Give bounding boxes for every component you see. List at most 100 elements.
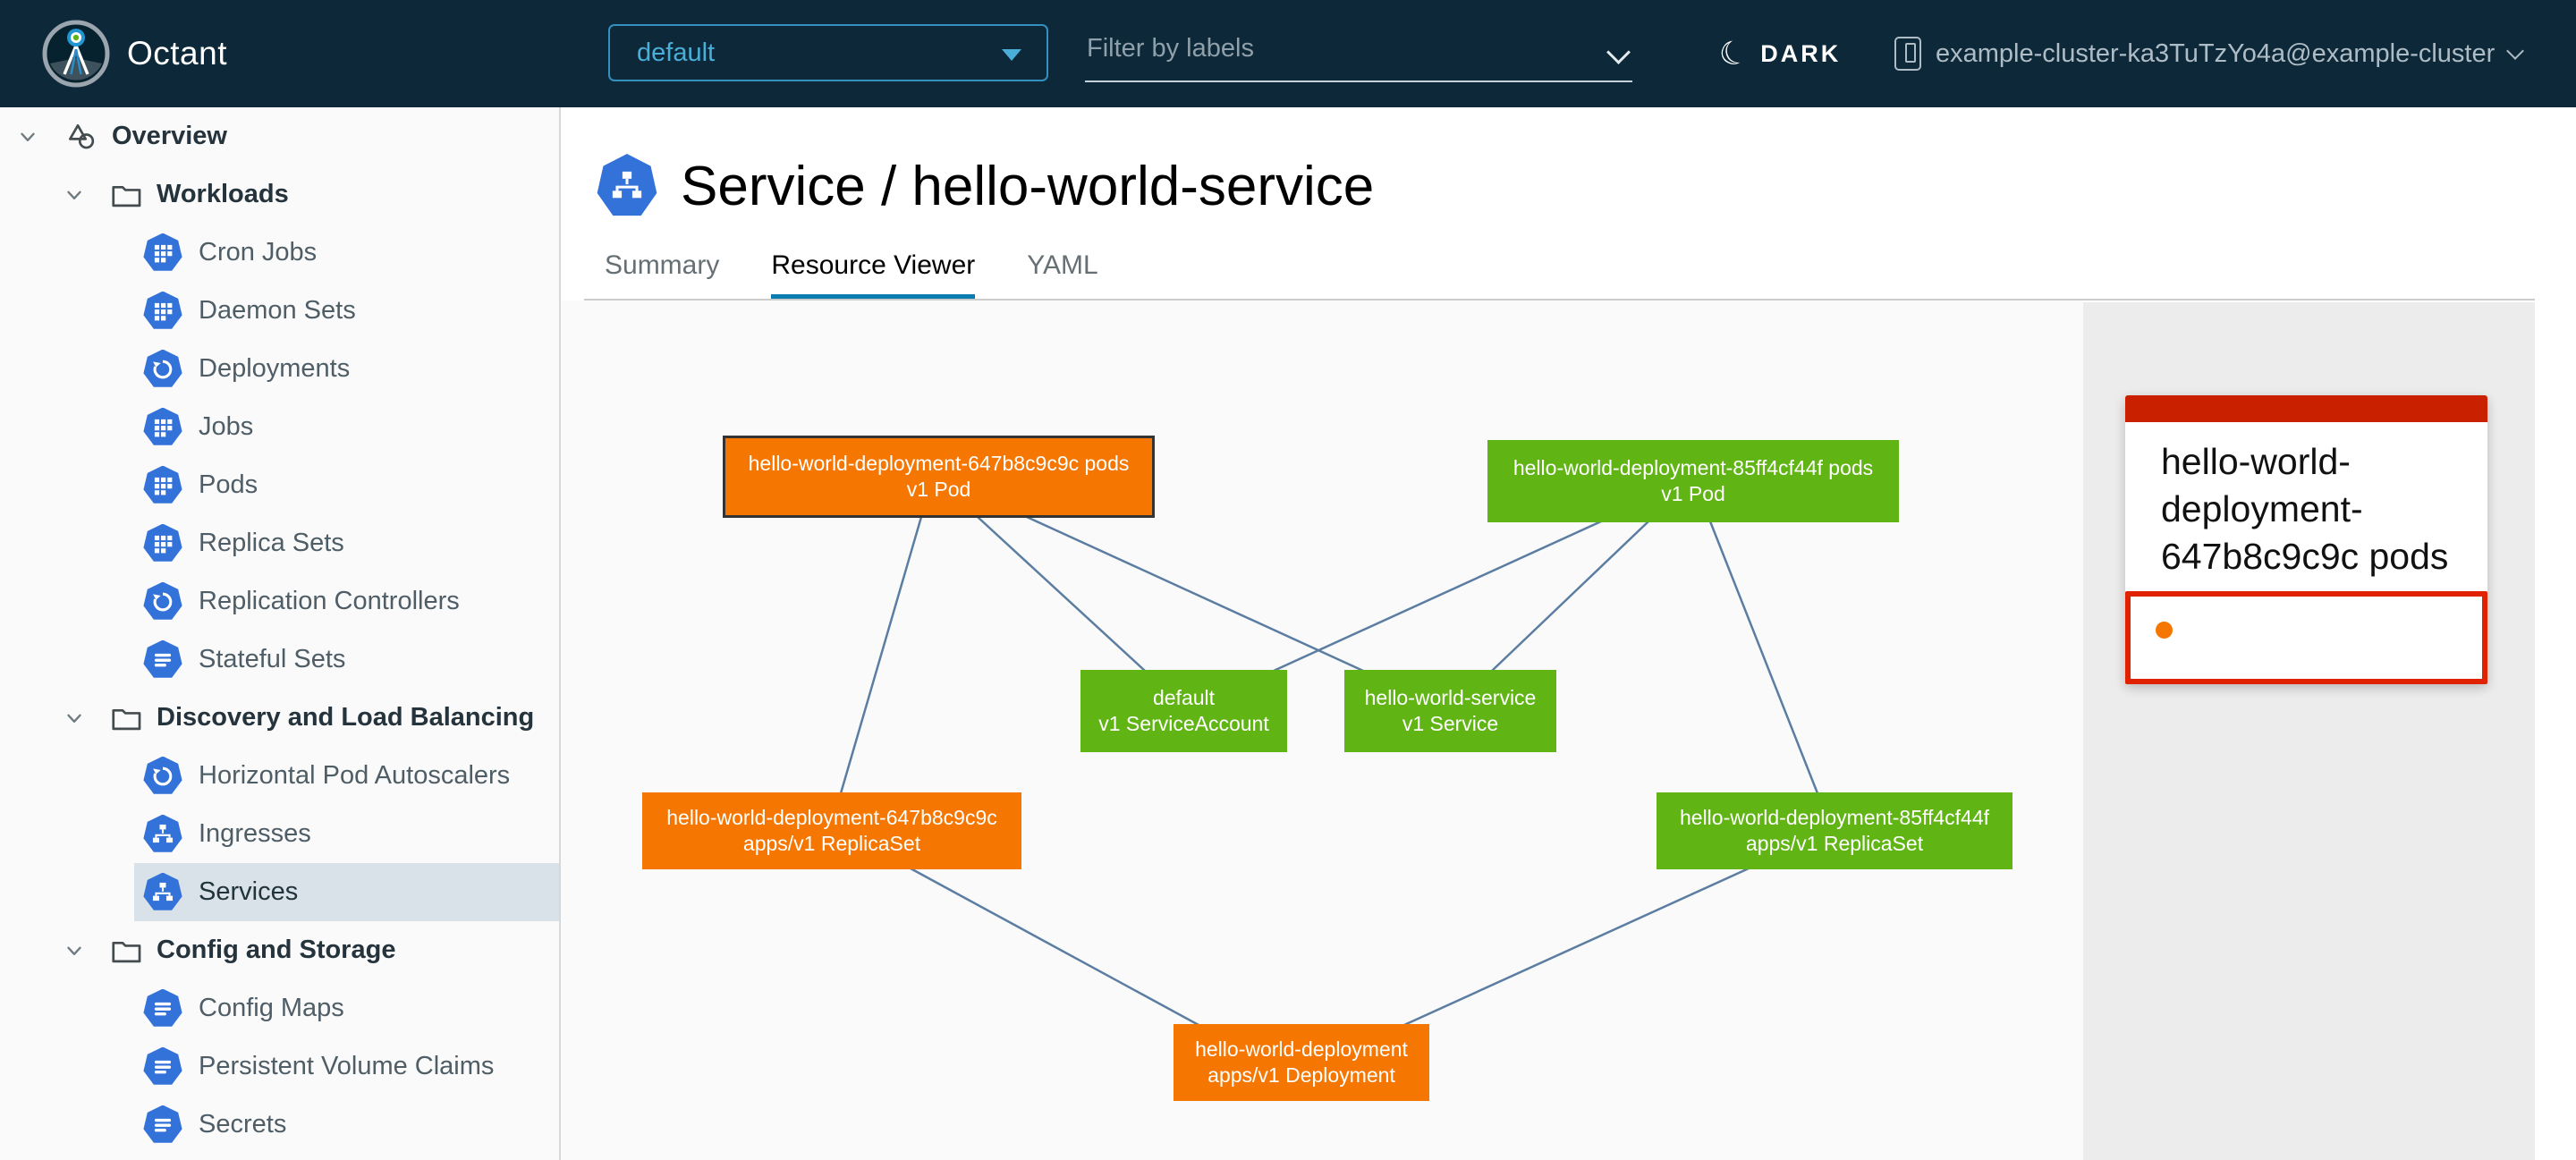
graph-node-kind: v1 Service (1402, 712, 1499, 735)
chevron-down-icon[interactable] (13, 125, 43, 148)
graph-node-service[interactable]: hello-world-service v1 Service (1344, 670, 1556, 752)
sidebar-item-cron-jobs[interactable]: Cron Jobs (0, 224, 559, 282)
sidebar-item-label: Pods (199, 470, 258, 499)
graph-node-pod-647[interactable]: hello-world-deployment-647b8c9c9c pods v1… (723, 436, 1155, 518)
cronjobs-icon (143, 233, 182, 271)
graph-edge (977, 516, 1146, 672)
namespace-dropdown-value: default (637, 38, 716, 67)
sidebar-item-discovery-and-load-balancing[interactable]: Discovery and Load Balancing (0, 689, 559, 747)
replicationcontrollers-icon (143, 581, 182, 620)
sidebar-item-label: Config and Storage (157, 936, 396, 964)
sidebar-item-replication-controllers[interactable]: Replication Controllers (0, 572, 559, 631)
sidebar-item-label: Discovery and Load Balancing (157, 703, 535, 732)
sidebar-item-deployments[interactable]: Deployments (0, 340, 559, 398)
kube-context-selector[interactable]: example-cluster-ka3TuTzYo4a@example-clus… (1894, 0, 2525, 107)
app-title: Octant (127, 35, 227, 72)
theme-toggle-label: DARK (1760, 39, 1842, 67)
sidebar-item-label: Daemon Sets (199, 296, 356, 325)
statefulsets-icon (143, 639, 182, 678)
sidebar-item-label: Workloads (157, 180, 289, 208)
graph-node-kind: v1 ServiceAccount (1098, 712, 1269, 735)
sidebar-item-horizontal-pod-autoscalers[interactable]: Horizontal Pod Autoscalers (0, 747, 559, 805)
sidebar-item-ingresses[interactable]: Ingresses (0, 805, 559, 863)
sidebar-item-workloads[interactable]: Workloads (0, 165, 559, 224)
graph-node-rs-85[interactable]: hello-world-deployment-85ff4cf44f apps/v1… (1657, 792, 2012, 869)
theme-toggle-button[interactable]: ☾ DARK (1714, 0, 1842, 107)
namespace-dropdown[interactable]: default (608, 24, 1048, 81)
pod-status-box (2125, 591, 2487, 684)
graph-node-pod-85[interactable]: hello-world-deployment-85ff4cf44f pods v1… (1487, 440, 1899, 522)
graph-edge (839, 516, 923, 794)
cluster-icon (1894, 37, 1921, 71)
graph-node-name: hello-world-deployment-647b8c9c9c pods (748, 452, 1130, 475)
label-filter-input[interactable] (1085, 23, 1632, 82)
graph-node-name: hello-world-service (1364, 686, 1537, 709)
hpa-icon (143, 756, 182, 794)
sidebar-item-label: Services (199, 877, 299, 906)
sidebar-item-label: Deployments (199, 354, 351, 383)
page-title: Service / hello-world-service (681, 155, 1375, 217)
graph-node-kind: apps/v1 Deployment (1208, 1063, 1395, 1087)
sidebar-item-config-and-storage[interactable]: Config and Storage (0, 921, 559, 979)
sidebar-item-label: Horizontal Pod Autoscalers (199, 761, 511, 790)
tab-bar: Summary Resource Viewer YAML (605, 250, 1150, 301)
pvc-icon (143, 1046, 182, 1085)
graph-node-name: hello-world-deployment-85ff4cf44f (1679, 806, 1990, 829)
graph-edge (1403, 867, 1750, 1027)
jobs-icon (143, 407, 182, 445)
sidebar-item-persistent-volume-claims[interactable]: Persistent Volume Claims (0, 1037, 559, 1096)
graph-edge (1708, 521, 1819, 794)
folder-icon (107, 699, 145, 737)
graph-node-kind: v1 Pod (1661, 482, 1725, 505)
graph-edge (1491, 521, 1649, 672)
sidebar-item-secrets[interactable]: Secrets (0, 1096, 559, 1154)
sidebar-item-stateful-sets[interactable]: Stateful Sets (0, 631, 559, 689)
graph-edge (1026, 515, 1364, 673)
content-header: Service / hello-world-service Summary Res… (561, 107, 2576, 301)
graph-node-kind: v1 Pod (906, 478, 971, 501)
sidebar-item-jobs[interactable]: Jobs (0, 398, 559, 456)
sidebar-item-label: Overview (112, 122, 227, 150)
node-detail-card: hello-world-deployment-647b8c9c9c pods (2125, 395, 2487, 684)
app-header: Octant default ☾ DARK example-cluster-ka… (0, 0, 2576, 107)
secrets-icon (143, 1105, 182, 1143)
sidebar-item-label: Jobs (199, 412, 254, 441)
label-filter (1085, 23, 1632, 82)
tab-summary[interactable]: Summary (605, 250, 720, 280)
tab-yaml[interactable]: YAML (1027, 250, 1098, 280)
sidebar-item-services[interactable]: Services (0, 863, 559, 921)
chevron-down-icon[interactable] (59, 183, 89, 207)
chevron-down-icon[interactable] (59, 939, 89, 962)
sidebar-item-label: Secrets (199, 1110, 287, 1139)
tab-resource-viewer[interactable]: Resource Viewer (771, 250, 975, 301)
card-title: hello-world-deployment-647b8c9c9c pods (2161, 441, 2449, 577)
pod-status-dot[interactable] (2156, 622, 2173, 639)
chevron-down-icon[interactable] (59, 707, 89, 730)
sidebar-item-label: Stateful Sets (199, 645, 346, 673)
graph-node-kind: apps/v1 ReplicaSet (1745, 832, 1924, 855)
sidebar-item-config-maps[interactable]: Config Maps (0, 979, 559, 1037)
replicasets-icon (143, 523, 182, 562)
sidebar-item-label: Replica Sets (199, 529, 344, 557)
sidebar-item-pods[interactable]: Pods (0, 456, 559, 514)
sidebar-item-label: Replication Controllers (199, 587, 460, 615)
tab-divider (584, 299, 2535, 301)
ingresses-icon (143, 814, 182, 852)
page-title-row: Service / hello-world-service (597, 154, 1374, 218)
graph-node-name: hello-world-deployment-647b8c9c9c (666, 806, 997, 829)
daemonsets-icon (143, 291, 182, 329)
graph-edge (1273, 520, 1602, 673)
sidebar-item-replica-sets[interactable]: Replica Sets (0, 514, 559, 572)
sidebar-item-label: Config Maps (199, 994, 344, 1022)
graph-node-name: hello-world-deployment-85ff4cf44f pods (1513, 456, 1874, 479)
sidebar-item-daemon-sets[interactable]: Daemon Sets (0, 282, 559, 340)
sidebar-item-overview[interactable]: Overview (0, 107, 559, 165)
folder-icon (107, 176, 145, 214)
graph-node-rs-647[interactable]: hello-world-deployment-647b8c9c9c apps/v1… (642, 792, 1021, 869)
node-detail-panel: hello-world-deployment-647b8c9c9c pods (2083, 302, 2535, 1160)
graph-node-kind: apps/v1 ReplicaSet (742, 832, 921, 855)
graph-edge (910, 867, 1199, 1027)
